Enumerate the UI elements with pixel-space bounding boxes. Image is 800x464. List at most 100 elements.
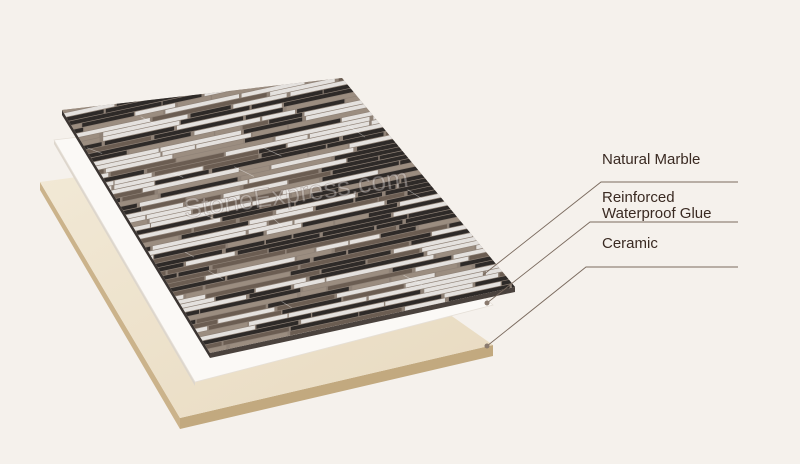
marble-stripe [193,219,236,232]
marble-stripe [308,78,393,84]
marble-stripe [524,89,540,96]
marble-stripe [523,144,540,152]
marble-stripe [531,273,540,279]
marble-stripe [225,134,308,157]
marble-vein [403,274,423,286]
marble-stripe [303,268,389,292]
marble-stripe [149,210,192,224]
marble-stripe [503,319,515,331]
marble-stripe [212,249,286,270]
marble-stripe [301,302,384,324]
marble-stripe [390,80,496,107]
marble-stripe [239,211,273,223]
marble-stripe [525,209,540,216]
marble-stripe [501,275,515,286]
marble-stripe [504,16,540,28]
marble-stripe [530,241,540,247]
marble-stripe [503,39,540,51]
marble-stripe [337,272,435,298]
marble-stripe [245,118,341,143]
marble-stripe [415,256,469,272]
marble-stripe [489,139,515,155]
marble-front-edge [210,287,515,358]
marble-stripe [380,226,416,238]
marble-vein [185,251,195,258]
marble-stripe [511,277,515,288]
marble-stripe [524,126,540,133]
marble-stripe [476,236,515,250]
marble-stripe [338,78,414,82]
marble-stripe [440,132,515,156]
marble-stripe [525,48,540,55]
marble-stripe [173,139,244,159]
marble-stripe [42,401,115,421]
leader-dots [484,300,490,349]
marble-stripe [57,405,119,422]
marble-stripe [321,156,379,173]
marble-stripe [491,195,515,210]
marble-stripe [451,6,540,29]
marble-stripe [185,194,221,207]
marble-stripe [160,130,241,152]
marble-stripe [524,296,540,303]
marble-stripe [259,143,286,154]
marble-stripe [315,198,354,211]
marble-stripe [223,327,289,346]
marble-stripe [499,103,515,116]
marble-stripe [309,144,348,157]
marble-stripe [436,153,515,180]
marble-stripe [486,307,515,321]
marble-stripe [538,57,540,61]
marble-stripe [282,297,342,315]
marble-stripe [225,240,265,253]
marble-stripe [62,352,149,353]
marble-stripe [368,196,447,218]
marble-stripe [432,151,487,167]
marble-stripe [240,153,308,172]
marble-stripe [319,40,385,58]
marble-stripe [114,166,203,190]
marble-stripe [82,132,191,160]
marble-stripe [271,147,354,170]
marble-stripe [227,258,310,280]
marble-stripe [269,112,303,124]
leader-line-glue [486,221,738,304]
marble-stripe [158,165,269,194]
marble-stripe [42,390,146,416]
marble-vein [234,166,255,177]
marble-stripe [62,117,150,143]
marble-stripe [44,388,112,407]
marble-stripe [452,121,515,140]
marble-stripe [181,221,248,240]
marble-side-edge [62,110,210,358]
marble-stripe [177,95,211,107]
marble-stripe [290,312,359,331]
marble-stripe [427,23,527,48]
marble-stripe [373,95,471,120]
marble-stripe [190,320,299,348]
marble-stripe [62,284,101,298]
marble-stripe [495,2,540,16]
marble-stripe [293,213,391,239]
marble-vein [87,147,103,154]
marble-stripe [520,190,540,198]
label-ceramic: Ceramic [602,236,658,252]
marble-stripe [60,394,105,408]
marble-stripe [188,293,297,321]
marble-stripe [129,131,214,154]
marble-stripe [358,184,396,197]
marble-stripe [62,86,126,107]
marble-stripe [268,226,375,253]
label-natural-marble: Natural Marble [602,152,700,168]
marble-stripe [297,249,332,261]
marble-stripe [450,176,515,200]
marble-stripe [62,310,88,325]
marble-stripe [378,192,405,202]
marble-stripe [186,185,240,202]
marble-stripe [130,217,221,242]
marble-stripe [310,187,339,198]
marble-stripe [387,12,472,34]
marble-stripe [199,325,255,342]
marble-stripe [322,160,399,182]
